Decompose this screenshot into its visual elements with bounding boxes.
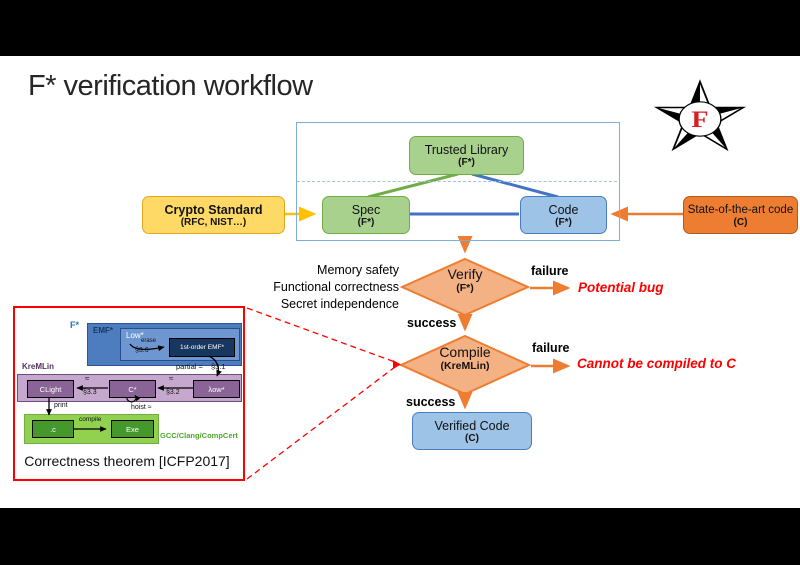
inset-lowstar-box: λow* [193, 380, 240, 398]
verify-failure-label: failure [531, 264, 569, 278]
compile-failure-label: failure [532, 341, 570, 355]
compile-success-label: success [406, 395, 456, 409]
inset-print-label: print [54, 402, 68, 409]
inset-low-label: Low* [126, 331, 144, 340]
crypto-standard-sub: (RFC, NIST…) [180, 216, 247, 228]
verify-success-label: success [407, 316, 457, 330]
verified-code-sub: (C) [465, 432, 479, 444]
inset-fstar-label: F* [70, 320, 79, 330]
compile-sub: (KreMLin) [440, 360, 490, 372]
inset-compile-arrow-label: compile [79, 416, 102, 423]
inset-kremlin-label: KreMLin [22, 362, 54, 371]
verify-sub: (F*) [456, 282, 474, 294]
page-title: F* verification workflow [28, 70, 313, 102]
diamond-compile: Compile (KreMLin) [401, 344, 529, 372]
box-code: Code (F*) [520, 196, 607, 234]
spec-sub: (F*) [357, 216, 375, 228]
logo-circle [678, 101, 722, 137]
inset-hoist-label: hoist ≈ [131, 404, 152, 411]
trusted-library-sub: (F*) [458, 157, 475, 168]
compile-failure-result: Cannot be compiled to C [577, 356, 737, 371]
inset-exe-box: Exe [111, 420, 154, 438]
inset-partial-label: partial ≈ [176, 362, 203, 371]
inset-first-order-box: 1st-order EMF* [169, 338, 235, 357]
verify-failure-result: Potential bug [578, 280, 664, 295]
inset-approx-left-section: §3.3 [83, 389, 97, 396]
inset-cstar-box: C* [109, 380, 156, 398]
property-secret-independence: Secret independence [280, 297, 399, 311]
property-functional-correctness: Functional correctness [273, 280, 399, 294]
inset-approx-right: ≈ [169, 374, 174, 383]
inset-clight-box: CLight [27, 380, 74, 398]
code-label: Code [548, 202, 579, 217]
box-state-of-the-art: State-of-the-art code (C) [683, 196, 798, 234]
verify-label: Verify [447, 266, 483, 282]
property-memory-safety: Memory safety [317, 263, 399, 277]
box-trusted-library: Trusted Library (F*) [409, 136, 524, 175]
fstar-logo: F [653, 79, 747, 152]
inset-approx-left: ≈ [85, 374, 90, 383]
compile-label: Compile [439, 344, 491, 360]
code-sub: (F*) [555, 216, 572, 228]
trusted-library-label: Trusted Library [424, 143, 509, 157]
state-of-the-art-sub: (C) [733, 216, 748, 228]
verified-code-label: Verified Code [434, 418, 510, 433]
verify-properties: Memory safety Functional correctness Sec… [240, 262, 399, 313]
inset-caption: Correctness theorem [ICFP2017] [24, 453, 230, 469]
inset-cfile-box: .c [32, 420, 74, 438]
diamond-verify: Verify (F*) [402, 266, 528, 294]
box-spec: Spec (F*) [322, 196, 410, 234]
inset-toolchain-label: GCC/Clang/CompCert [160, 431, 238, 440]
logo-letter-f: F [691, 107, 708, 133]
spec-label: Spec [351, 202, 381, 217]
inset-approx-right-section: §3.2 [166, 389, 180, 396]
container-divider [297, 181, 617, 182]
crypto-standard-label: Crypto Standard [164, 202, 263, 217]
inset-partial-section: §3.1 [211, 362, 226, 371]
inset-erase-label: erase [141, 338, 157, 344]
inset-erase-section: §3.6 [135, 347, 149, 354]
box-verified-code: Verified Code (C) [412, 412, 532, 450]
state-of-the-art-label: State-of-the-art code [687, 203, 794, 216]
box-crypto-standard: Crypto Standard (RFC, NIST…) [142, 196, 285, 234]
inset-emf-label: EMF* [93, 326, 113, 335]
